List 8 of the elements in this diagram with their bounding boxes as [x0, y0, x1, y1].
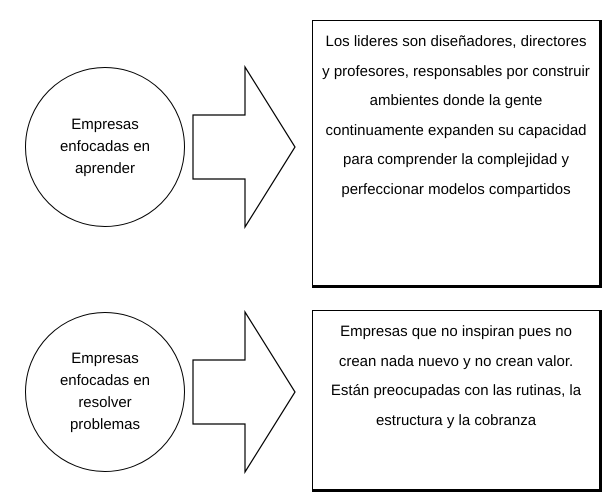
text-box	[312, 310, 602, 492]
node-text: Empresas enfocadas en resolver problemas	[58, 349, 152, 435]
text-box	[312, 20, 602, 288]
block-arrow	[192, 310, 296, 474]
node-text: Empresas que no inspiran pues no crean nada nuevo y no crean valor. Están preocupadas con las rutinas, la estructura y la cobranza	[330, 322, 582, 430]
node-text: Empresas enfocadas en aprender	[58, 115, 152, 179]
node-text: Los lideres son diseñadores, directores y profesores, responsables por construir ambientes donde la gente continuamente expanden su capacidad para comprender la complejidad y perfeccionar modelos compartidos	[321, 32, 591, 200]
block-arrow	[192, 64, 296, 230]
